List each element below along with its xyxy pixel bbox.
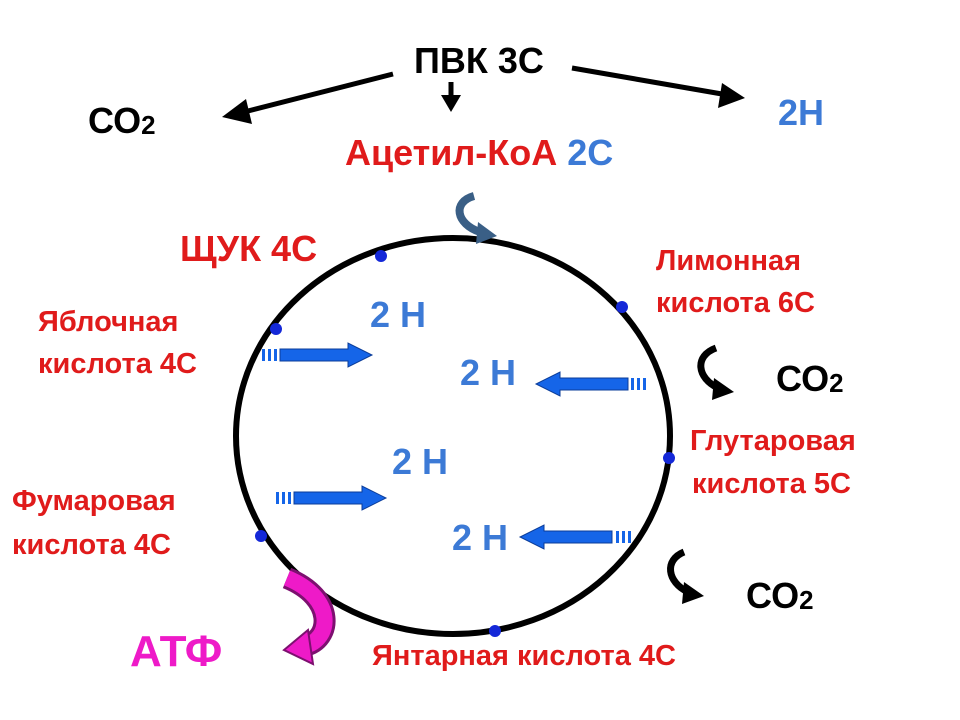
fumarovaya-label-line2: кислота 4С (12, 529, 171, 561)
atf-label: АТФ (130, 627, 223, 676)
dot-limonnaya (616, 301, 628, 313)
h-release-2: 2 Н (460, 352, 517, 393)
co2-lower-sub: 2 (799, 587, 814, 616)
block-arrow-icon-glutarovaya (518, 524, 631, 550)
co2-left-main: СО (88, 100, 142, 141)
shchuk-label: ЩУК 4С (180, 228, 318, 269)
dot-glutarovaya (663, 452, 675, 464)
co2-upper-main: СО (776, 358, 830, 399)
atf-curved-arrow-icon (282, 567, 336, 666)
block-arrow-icon-yablochnaya (262, 342, 374, 368)
pvk-to-acetyl-arrow (441, 82, 461, 112)
dot-fumarovaya (255, 530, 267, 542)
dot-shchuk (375, 250, 387, 262)
glutarovaya-label-line1: Глутаровая (690, 425, 856, 457)
yantarnaya-label: Янтарная кислота 4С (372, 640, 676, 672)
h-release-3: 2 Н (392, 441, 449, 482)
co2-left-sub: 2 (141, 112, 156, 141)
acetyl-entry-curved-arrow-icon (455, 192, 497, 244)
limonnaya-label-line1: Лимонная (656, 245, 802, 277)
acetyl-coa-name: Ацетил-КоА (345, 132, 558, 173)
yablochnaya-label-line1: Яблочная (38, 306, 179, 338)
co2-lower-main: СО (746, 575, 800, 616)
co2-left-label: СО2 (88, 100, 156, 142)
cycle-circle (233, 235, 673, 637)
h-release-4: 2 Н (452, 517, 509, 558)
h2-right-label: 2Н (778, 92, 825, 133)
fumarovaya-label-line1: Фумаровая (12, 485, 176, 517)
block-arrow-icon-limonnaya (534, 371, 646, 397)
h-release-1: 2 Н (370, 294, 427, 335)
co2-upper-label: СО2 (776, 358, 844, 400)
yablochnaya-label-line2: кислота 4С (38, 348, 197, 380)
co2-lower-curved-arrow-icon (667, 548, 704, 604)
limonnaya-label-line2: кислота 6С (656, 287, 815, 319)
acetyl-coa-label: Ацетил-КоА 2С (345, 132, 613, 174)
pvk-to-co2-arrow (222, 71, 394, 124)
co2-lower-label: СО2 (746, 575, 814, 617)
block-arrow-icon-fumarovaya (276, 485, 388, 511)
co2-upper-curved-arrow-icon (697, 344, 734, 400)
acetyl-coa-count: 2С (567, 132, 614, 173)
dot-yantarnaya (489, 625, 501, 637)
glutarovaya-label-line2: кислота 5С (692, 468, 851, 500)
dot-yablochnaya (270, 323, 282, 335)
pvk-label: ПВК 3С (414, 40, 544, 81)
co2-upper-sub: 2 (829, 370, 844, 399)
pvk-to-2h-arrow (571, 65, 745, 108)
